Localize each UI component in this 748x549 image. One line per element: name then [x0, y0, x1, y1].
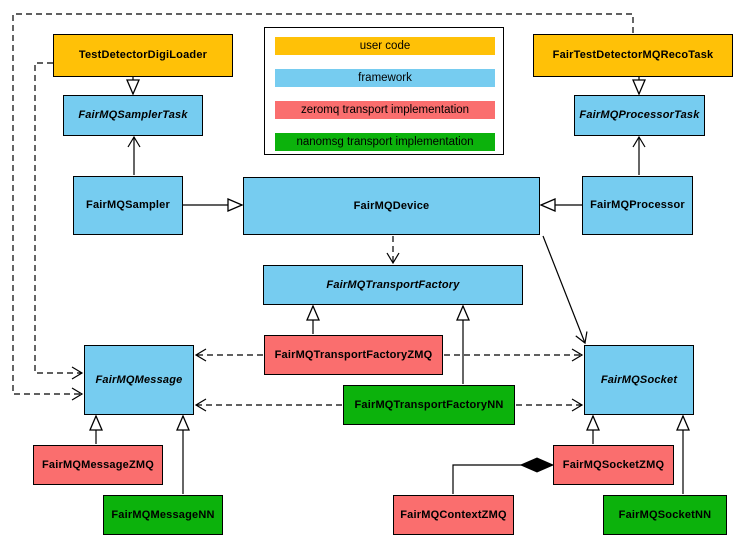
dependency-arrow-recotask-message	[12, 13, 634, 401]
class-node-fairmqsocketzmq: FairMQSocketZMQ	[553, 445, 674, 485]
class-node-testdetectordigiloader: TestDetectorDigiLoader	[53, 34, 233, 77]
class-node-fairmqdevice: FairMQDevice	[243, 177, 540, 235]
class-node-fairmqtransportfactoryzmq: FairMQTransportFactoryZMQ	[264, 335, 443, 375]
composition-line-contextzmq-socketzmq	[452, 464, 523, 494]
class-node-fairmqprocessortask: FairMQProcessorTask	[574, 95, 705, 136]
class-node-fairtestdetectormqrecotask: FairTestDetectorMQRecoTask	[533, 34, 733, 77]
legend-box: user code framework zeromq transport imp…	[264, 27, 504, 155]
class-node-fairmqmessagenn: FairMQMessageNN	[103, 495, 223, 535]
class-node-fairmqmessage: FairMQMessage	[84, 345, 194, 415]
class-node-fairmqsamplertask: FairMQSamplerTask	[63, 95, 203, 136]
class-node-fairmqmessagezmq: FairMQMessageZMQ	[33, 445, 163, 485]
legend-label: framework	[358, 72, 412, 84]
class-node-fairmqsocket: FairMQSocket	[584, 345, 694, 415]
legend-item-framework: framework	[275, 69, 495, 87]
class-node-fairmqprocessor: FairMQProcessor	[582, 176, 693, 235]
class-node-fairmqcontextzmq: FairMQContextZMQ	[393, 495, 514, 535]
composition-diamond-icon	[519, 457, 555, 473]
dependency-arrow-digiloader-message	[34, 62, 84, 380]
class-node-fairmqtransportfactory: FairMQTransportFactory	[263, 265, 523, 305]
class-node-fairmqsocketnn: FairMQSocketNN	[603, 495, 727, 535]
class-node-fairmqsampler: FairMQSampler	[73, 176, 183, 235]
legend-label: nanomsg transport implementation	[296, 136, 474, 148]
legend-label: user code	[359, 40, 411, 52]
class-node-fairmqtransportfactorynn: FairMQTransportFactoryNN	[343, 385, 515, 425]
legend-item-user-code: user code	[275, 37, 495, 55]
legend-item-nanomsg: nanomsg transport implementation	[275, 133, 495, 151]
legend-item-zeromq: zeromq transport implementation	[275, 101, 495, 119]
usage-arrow-device-socket	[542, 235, 588, 345]
legend-label: zeromq transport implementation	[300, 104, 470, 116]
